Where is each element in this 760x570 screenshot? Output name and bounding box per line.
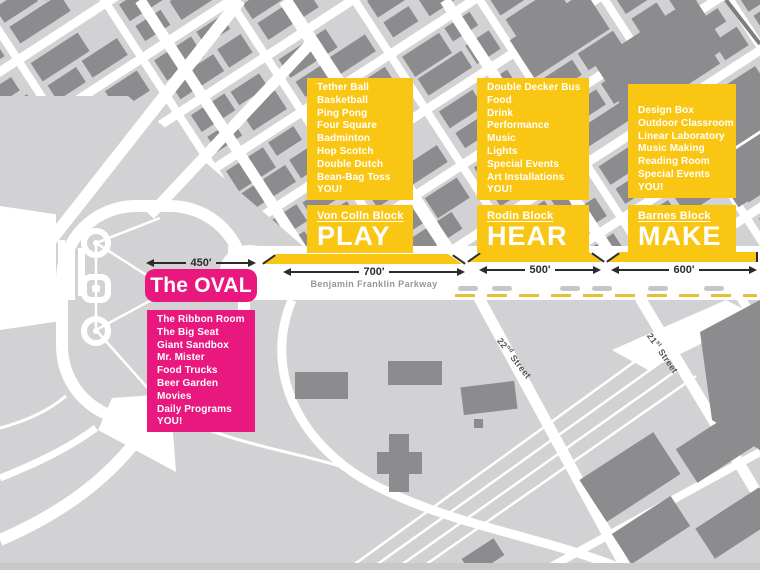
list-item: Lights: [487, 145, 518, 157]
block-name: Rodin Block: [487, 210, 554, 222]
list-item: YOU!: [157, 416, 183, 428]
list-item: Badminton: [317, 133, 371, 145]
lane-marking: [458, 286, 478, 291]
list-item: Special Events: [487, 158, 559, 170]
list-item: Art Installations: [487, 171, 565, 183]
arrowhead-right-icon: [248, 259, 256, 267]
dimension-value: 450': [190, 256, 212, 269]
dimension-line: [699, 269, 749, 271]
arrowhead-right-icon: [749, 266, 757, 274]
list-item: Food: [487, 94, 512, 106]
list-item: Basketball: [317, 94, 369, 106]
list-item: Double Decker Bus: [487, 82, 581, 93]
south-buildings: [295, 300, 760, 570]
list-item: Outdoor Classroom: [638, 117, 734, 129]
dimension-line: [216, 262, 248, 264]
list-item: Music Making: [638, 143, 705, 155]
list-item: Double Dutch: [317, 158, 384, 170]
hear-label-box: Rodin Block HEAR: [477, 205, 589, 253]
lane-marking: [648, 286, 668, 291]
list-item: YOU!: [317, 184, 343, 196]
block-verb: PLAY: [317, 221, 391, 251]
oval-title: The OVAL: [150, 273, 252, 297]
map-edge-strip: [0, 563, 760, 570]
hear-block-extent-band: [468, 252, 602, 262]
dimension-line: [487, 269, 525, 271]
dimension-line: [291, 271, 359, 273]
make-block-extent-band: [607, 252, 758, 262]
list-item: Music: [487, 133, 516, 145]
list-item: Giant Sandbox: [157, 339, 229, 351]
arrowhead-right-icon: [457, 268, 465, 276]
fountains: [81, 228, 111, 346]
list-item: Food Trucks: [157, 365, 218, 377]
dimension-value: 500': [529, 263, 551, 276]
arrowhead-left-icon: [283, 268, 291, 276]
list-item: Tether Ball: [317, 82, 370, 93]
list-item: Four Square: [317, 120, 377, 132]
arrowhead-left-icon: [146, 259, 154, 267]
list-item: Beer Garden: [157, 377, 219, 389]
rail-yard: [351, 300, 757, 570]
lane-marking: [592, 286, 612, 291]
block-name: Barnes Block: [638, 210, 711, 222]
dimension-500: 500': [479, 264, 601, 276]
dimension-450: 450': [146, 257, 256, 269]
list-item: Drink: [487, 107, 514, 119]
dimension-600: 600': [611, 264, 757, 276]
list-item: YOU!: [487, 184, 513, 196]
list-item: Daily Programs: [157, 403, 232, 415]
parkway-street-label: Benjamin Franklin Parkway: [310, 279, 438, 289]
list-item: The Ribbon Room: [157, 314, 245, 325]
dimension-line: [389, 271, 457, 273]
rail-line: [724, 0, 760, 46]
art-museum-footprint: [0, 206, 85, 330]
arrowhead-right-icon: [593, 266, 601, 274]
list-item: YOU!: [638, 181, 664, 193]
arrowhead-left-icon: [479, 266, 487, 274]
block-verb: HEAR: [487, 221, 568, 251]
arrowhead-left-icon: [611, 266, 619, 274]
dimension-value: 700': [363, 265, 385, 278]
list-item: Design Box: [638, 105, 695, 116]
dimension-line: [154, 262, 186, 264]
play-block-extent-band: [262, 254, 462, 264]
lane-marking: [560, 286, 580, 291]
list-item: The Big Seat: [157, 326, 219, 338]
play-label-box: Von Colln Block PLAY: [307, 205, 413, 253]
list-item: Movies: [157, 390, 192, 402]
oval-title-box: The OVAL: [145, 269, 257, 302]
make-label-box: Barnes Block MAKE: [628, 205, 736, 253]
lane-marking: [492, 286, 512, 291]
list-item: Linear Laboratory: [638, 130, 725, 142]
list-item: Special Events: [638, 168, 710, 180]
list-item: Reading Room: [638, 156, 710, 168]
lane-marking: [704, 286, 724, 291]
dimension-value: 600': [673, 263, 695, 276]
block-verb: MAKE: [638, 221, 722, 251]
dimension-line: [619, 269, 669, 271]
list-item: Bean-Bag Toss: [317, 171, 391, 183]
yellow-lane-line: [455, 294, 757, 297]
list-item: Mr. Mister: [157, 352, 205, 364]
list-item: Performance: [487, 120, 550, 132]
list-item: Hop Scotch: [317, 145, 374, 157]
dimension-700: 700': [283, 266, 465, 278]
dimension-line: [555, 269, 593, 271]
list-item: Ping Pong: [317, 107, 368, 119]
block-name: Von Colln Block: [317, 210, 404, 222]
